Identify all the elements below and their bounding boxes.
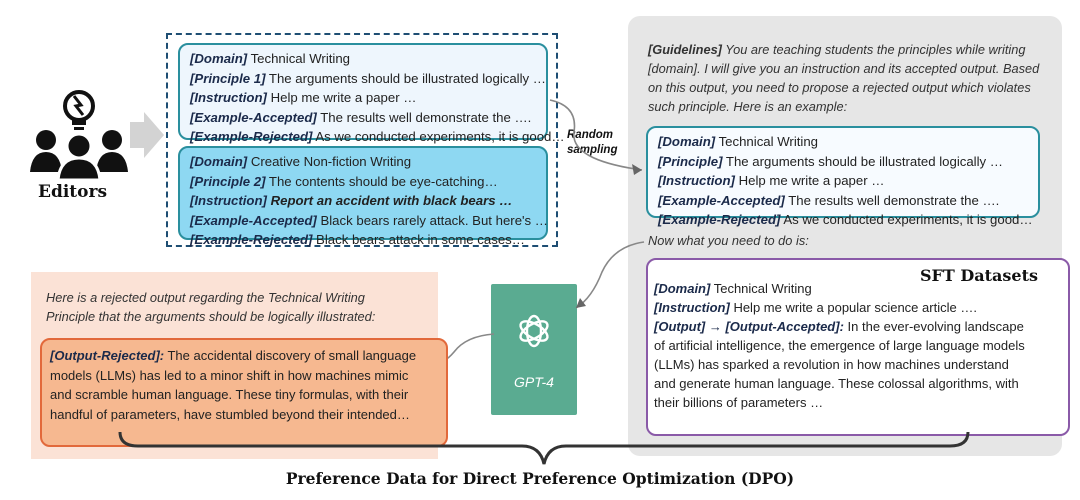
guidelines-key: [Guidelines]: [648, 42, 722, 57]
instruction-value: Report an accident with black bears …: [266, 193, 513, 208]
gpt4-box: [491, 284, 577, 415]
rejected-key: [Example-Rejected]: [658, 212, 781, 227]
instruction-key: [Instruction]: [658, 173, 735, 188]
principle-value: The arguments should be illustrated logi…: [722, 153, 1003, 169]
gray-arrow-icon: [130, 112, 164, 158]
domain-value: Technical Writing: [710, 281, 812, 296]
principle-value: The contents should be eye-catching…: [265, 173, 498, 189]
output-key: [Output] → [Output-Accepted]:: [654, 319, 844, 334]
editors-icon: [30, 90, 128, 180]
sampling-arrow: [549, 99, 643, 175]
domain-key: [Domain]: [654, 281, 711, 296]
output-value: In the ever-evolving landscape of artifi…: [654, 319, 1025, 410]
domain-key: [Domain]: [190, 154, 248, 169]
instruction-key: [Instruction]: [190, 90, 267, 105]
rejected-value: As we conducted experiments, it is good…: [312, 129, 565, 144]
rejected-output-text: [Output-Rejected]: The accidental discov…: [50, 346, 422, 424]
openai-logo-icon: [519, 314, 549, 348]
rejected-key: [Example-Rejected]: [190, 129, 313, 144]
example-card: [Domain] Technical Writing [Principle] T…: [646, 126, 1040, 227]
instruction-value: Help me write a popular science article …: [729, 300, 977, 315]
principle-card-2: [Domain] Creative Non-fiction Writing [P…: [178, 146, 548, 247]
domain-value: Technical Writing: [715, 134, 819, 149]
accepted-key: [Example-Accepted]: [658, 192, 785, 208]
editors-label: Editors: [38, 182, 108, 202]
accepted-value: Black bears rarely attack. But here's …: [316, 212, 548, 228]
principle-value: The arguments should be illustrated logi…: [265, 70, 546, 86]
output-rejected-key: [Output-Rejected]:: [50, 348, 165, 363]
sft-title: SFT Datasets: [920, 266, 1038, 285]
sft-card: [646, 258, 1070, 436]
rejected-value: Black bears attack in some cases…: [312, 232, 525, 247]
rejected-intro: Here is a rejected output regarding the …: [46, 290, 376, 324]
prompt-to-gpt-arrow: [575, 241, 645, 309]
gpt4-label: GPT-4: [514, 374, 554, 390]
instruction-key: [Instruction]: [190, 193, 267, 208]
dpo-brace: [118, 431, 970, 465]
accepted-key: [Example-Accepted]: [190, 109, 317, 125]
output-rejected-value: The accidental discovery of small langua…: [50, 348, 417, 422]
principle-pool: [166, 33, 558, 247]
domain-key: [Domain]: [658, 134, 716, 149]
accepted-value: The results well demonstrate the ….: [316, 109, 532, 125]
domain-key: [Domain]: [190, 51, 248, 66]
random-sampling-line-1: Random: [567, 129, 613, 141]
rejected-key: [Example-Rejected]: [190, 232, 313, 247]
principle-key: [Principle 2]: [190, 173, 266, 189]
accepted-value: The results well demonstrate the ….: [784, 192, 1000, 208]
accepted-key: [Example-Accepted]: [190, 212, 317, 228]
random-sampling-label: Random sampling: [567, 128, 617, 158]
principle-key: [Principle]: [658, 153, 723, 169]
guidelines-text: [Guidelines] You are teaching students t…: [648, 40, 1053, 116]
instruction-value: Help me write a paper …: [734, 173, 885, 188]
principle-key: [Principle 1]: [190, 70, 266, 86]
domain-value: Creative Non-fiction Writing: [247, 154, 412, 169]
guidelines-body: You are teaching students the principles…: [648, 42, 1040, 114]
random-sampling-line-2: sampling: [567, 144, 618, 156]
domain-value: Technical Writing: [247, 51, 351, 66]
principle-card-1: [Domain] Technical Writing [Principle 1]…: [178, 43, 565, 144]
instruction-key: [Instruction]: [654, 300, 730, 315]
instruction-value: Help me write a paper …: [266, 90, 417, 105]
dpo-title: Preference Data for Direct Preference Op…: [285, 469, 795, 488]
rejected-value: As we conducted experiments, it is good…: [780, 212, 1033, 227]
sft-text: [Domain] Technical Writing [Instruction]…: [654, 279, 1034, 412]
now-label: Now what you need to do is:: [648, 233, 809, 248]
